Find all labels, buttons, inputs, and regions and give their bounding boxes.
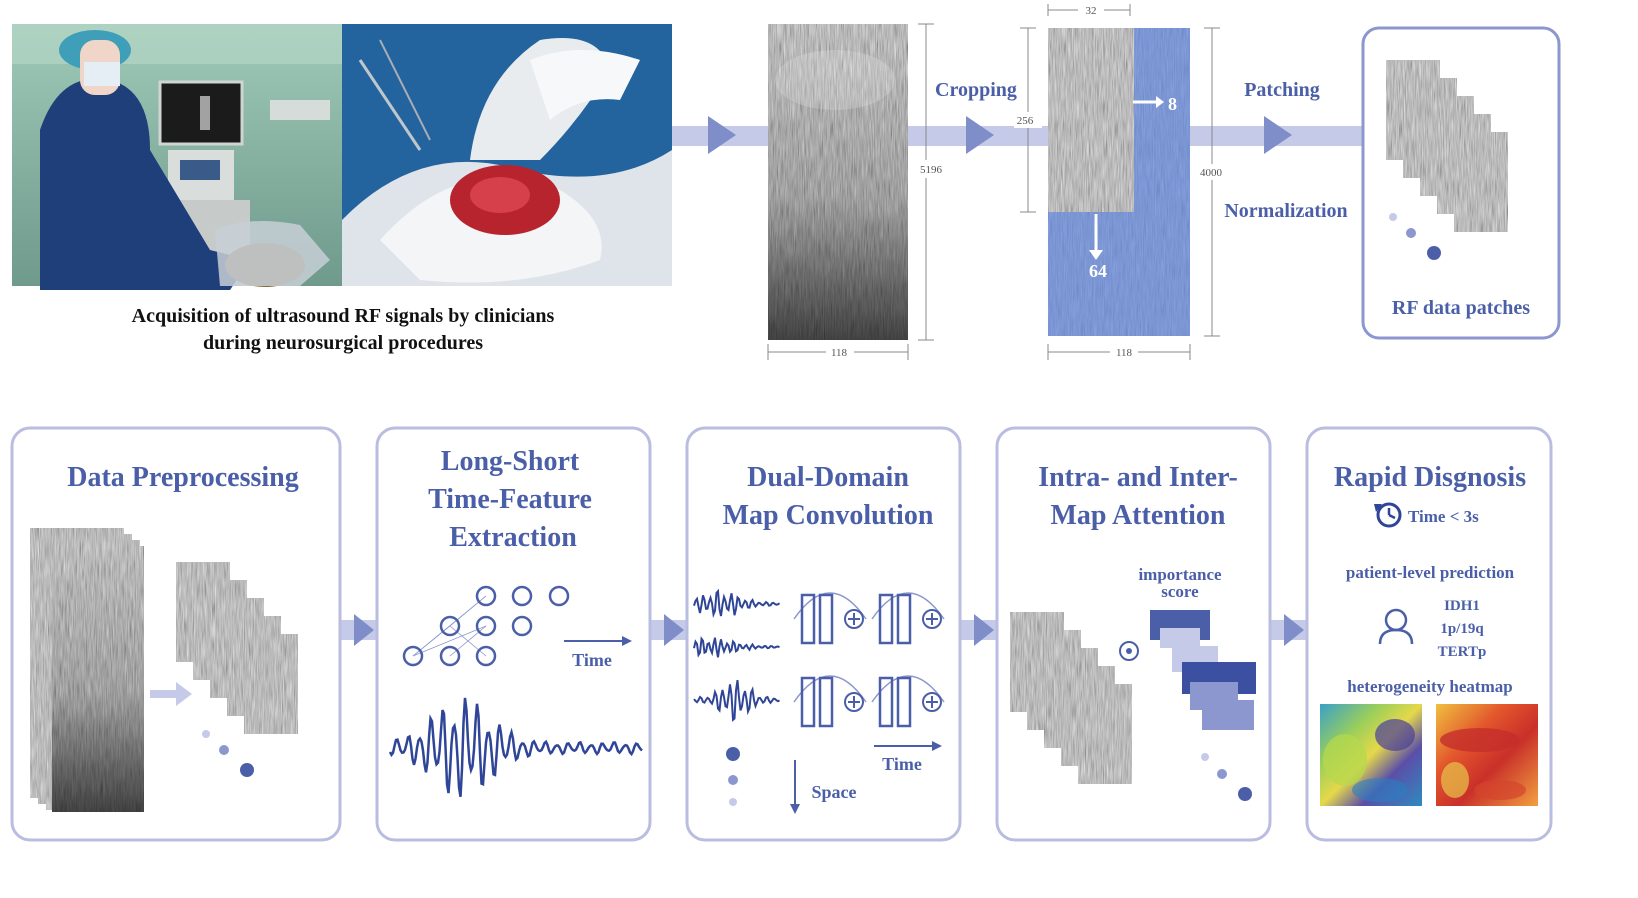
panel2-title-line3: Extraction xyxy=(449,522,577,553)
top-flow-band xyxy=(672,116,1362,154)
panel3-title-line1: Dual-Domain xyxy=(747,462,909,493)
raw-rf-image: 5196 118 xyxy=(767,23,945,360)
flow-arrow-icon xyxy=(708,116,736,154)
conv-block xyxy=(896,593,912,645)
normalization-label: Normalization xyxy=(1224,200,1347,222)
stride-x-label: 8 xyxy=(1168,94,1177,114)
patch-height-dimension: 256 xyxy=(1017,115,1034,127)
flow-arrow-icon xyxy=(1264,116,1292,154)
lstm-network-icon xyxy=(402,585,570,667)
raw-height-dimension: 5196 xyxy=(920,164,943,176)
importance-score-label-line1: importance xyxy=(1138,565,1222,584)
conv-block xyxy=(878,676,894,728)
surgery-photo xyxy=(342,24,672,286)
heatmap-label: heterogeneity heatmap xyxy=(1347,677,1512,696)
importance-score-blocks xyxy=(1150,610,1256,730)
conv-block xyxy=(818,593,834,645)
flow-arrow-icon xyxy=(966,116,994,154)
diagnosis-time-text: Time < 3s xyxy=(1408,507,1479,526)
patching-label: Patching xyxy=(1244,79,1320,101)
operating-room-photo xyxy=(12,24,342,290)
conv-block xyxy=(818,676,834,728)
add-icon xyxy=(922,609,942,629)
conv-block xyxy=(896,676,912,728)
panel5-title: Rapid Disgnosis xyxy=(1334,462,1526,493)
marker-1p19q: 1p/19q xyxy=(1440,621,1484,637)
rf-data-patches-box: RF data patches xyxy=(1361,26,1561,340)
rf-patch xyxy=(1452,130,1510,234)
crop-width-dimension: 118 xyxy=(1116,347,1133,359)
acquisition-caption-line2: during neurosurgical procedures xyxy=(203,332,483,354)
panel2-title-line2: Time-Feature xyxy=(428,484,592,515)
crop-height-dimension: 4000 xyxy=(1200,167,1223,179)
rf-patch xyxy=(1076,682,1134,786)
marker-tertp: TERTp xyxy=(1438,644,1487,660)
stacked-rf-frames xyxy=(29,527,145,813)
panel-map-attention: Intra- and Inter- Map Attention importan… xyxy=(995,426,1272,842)
flow-arrow-icon xyxy=(664,614,684,646)
panel2-time-label: Time xyxy=(572,650,612,670)
importance-score-label-line2: score xyxy=(1161,582,1199,601)
conv-block xyxy=(800,593,816,645)
marker-idh1: IDH1 xyxy=(1444,598,1480,614)
panel1-title: Data Preprocessing xyxy=(67,462,299,493)
heterogeneity-heatmap-warm xyxy=(1436,704,1538,806)
panel3-space-label: Space xyxy=(812,782,857,802)
raw-width-dimension: 118 xyxy=(831,347,848,359)
conv-block xyxy=(878,593,894,645)
panel-dual-domain-convolution: Dual-Domain Map Convolution Space Time xyxy=(685,426,962,842)
rf-patch xyxy=(242,632,300,736)
stride-y-label: 64 xyxy=(1089,261,1107,281)
add-icon xyxy=(844,692,864,712)
patch-width-dimension: 32 xyxy=(1086,5,1097,17)
conv-block xyxy=(800,676,816,728)
add-icon xyxy=(922,692,942,712)
flow-arrow-icon xyxy=(354,614,374,646)
heterogeneity-heatmap-cool xyxy=(1320,704,1422,806)
cropping-label: Cropping xyxy=(935,79,1017,101)
panel2-title-line1: Long-Short xyxy=(441,446,580,477)
flow-arrow-icon xyxy=(974,614,994,646)
hadamard-product-icon xyxy=(1119,641,1139,661)
panel-time-feature-extraction: Long-Short Time-Feature Extraction Time xyxy=(375,426,652,842)
acquisition-photos: Acquisition of ultrasound RF signals by … xyxy=(12,24,672,354)
rf-data-patches-label: RF data patches xyxy=(1392,297,1530,319)
acquisition-caption-line1: Acquisition of ultrasound RF signals by … xyxy=(132,305,555,327)
bottom-flow-band xyxy=(340,614,1310,646)
clock-icon xyxy=(1374,502,1402,528)
panel3-time-label: Time xyxy=(882,754,922,774)
panel-data-preprocessing: Data Preprocessing xyxy=(10,426,342,842)
cropped-rf-image: 8 64 32 256 4000 118 xyxy=(1014,3,1226,360)
patient-icon xyxy=(1378,608,1414,645)
panel4-title-line1: Intra- and Inter- xyxy=(1038,462,1238,493)
add-icon xyxy=(844,609,864,629)
panel-rapid-diagnosis: Rapid Disgnosis Time < 3s patient-level … xyxy=(1305,426,1553,842)
rf-signal-waveform xyxy=(388,697,643,797)
prediction-label: patient-level prediction xyxy=(1346,563,1515,582)
flow-arrow-icon xyxy=(1284,614,1304,646)
panel3-title-line2: Map Convolution xyxy=(723,500,934,531)
panel4-title-line2: Map Attention xyxy=(1051,500,1226,531)
patch-window xyxy=(1048,28,1134,212)
